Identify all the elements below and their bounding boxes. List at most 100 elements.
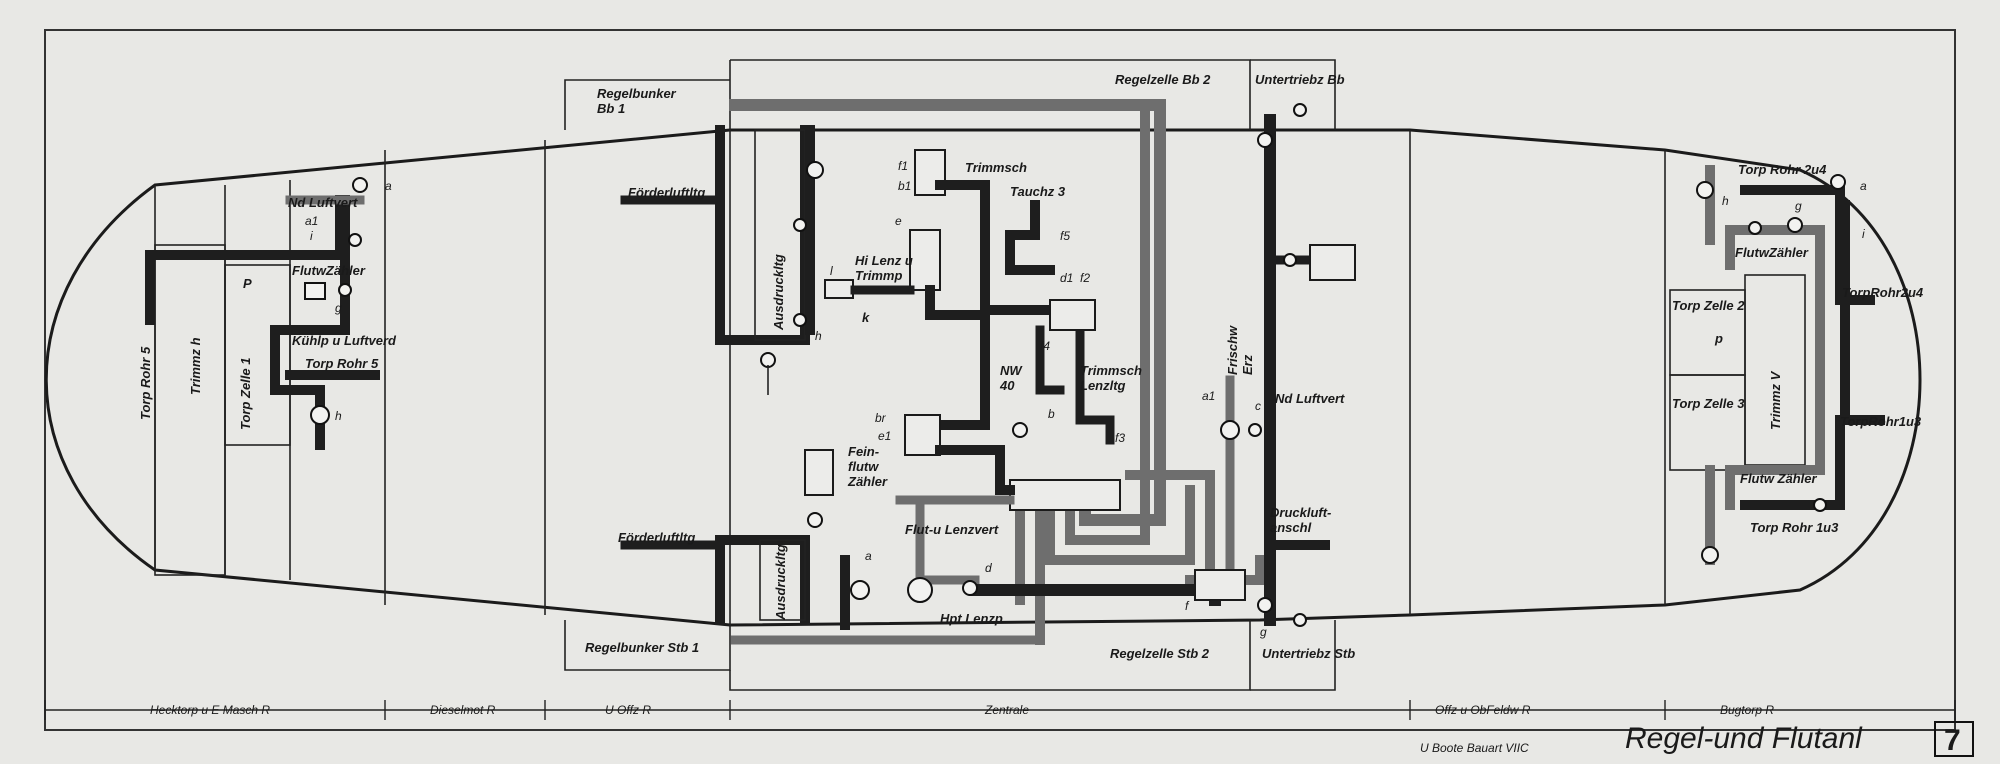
label-torp-rohr-5b: Torp Rohr 5: [305, 356, 379, 371]
valve-icon[interactable]: [338, 283, 352, 297]
label-letter: k: [862, 310, 870, 325]
label-letter: f1: [898, 159, 908, 173]
label-untertriebz-bb: Untertriebz Bb: [1255, 72, 1345, 87]
valve-icon[interactable]: [1257, 132, 1273, 148]
regelbunker-bb1-box: [564, 79, 730, 130]
valve-icon[interactable]: [806, 161, 824, 179]
label-trimmz-v: Trimmz V: [1768, 370, 1783, 430]
compartment-label: Offz u ObFeldw R: [1435, 703, 1531, 717]
label-letter: g: [1795, 199, 1802, 213]
bow-pipe: [1740, 415, 1845, 510]
label-letter: P: [243, 276, 252, 291]
valve-icon[interactable]: [1248, 423, 1262, 437]
valve-icon[interactable]: [1257, 597, 1273, 613]
label-regelzelle-stb2: Regelzelle Stb 2: [1110, 646, 1210, 661]
label-letter: b1: [898, 179, 911, 193]
label-letter: a1: [305, 214, 318, 228]
hi-lenz-k-box: [824, 279, 854, 299]
label-torp-rohr-5: Torp Rohr 5: [138, 346, 153, 420]
trimmsch-lenzltg-box: [1049, 299, 1096, 331]
valve-icon[interactable]: [1748, 221, 1762, 235]
label-letter: l: [830, 264, 833, 278]
label-regelbunker-stb1: Regelbunker Stb 1: [585, 640, 699, 655]
label-letter: i: [1862, 227, 1865, 241]
label-torp-rohr-13b: TorpRohr1u3: [1840, 414, 1922, 429]
label-letter: e: [895, 214, 902, 228]
compartment-label: Zentrale: [984, 703, 1029, 717]
label-letter: i: [310, 229, 313, 243]
label-flutw-zahler-bot: Flutw Zähler: [1740, 471, 1818, 486]
valve-icon[interactable]: [1787, 217, 1803, 233]
label-letter: f2: [1080, 271, 1090, 285]
label-untertriebz-stb: Untertriebz Stb: [1262, 646, 1355, 661]
regelzelle-pipe: [1045, 485, 1195, 565]
regelzelle-pipe: [1015, 495, 1045, 645]
valve-icon[interactable]: [1283, 253, 1297, 267]
label-foerderluftltg-bot: Förderluftltg: [618, 530, 695, 545]
label-kuhlp: Kühlp u Luftverd: [292, 333, 397, 348]
valve-icon[interactable]: [352, 177, 368, 193]
flut-lenzvert-box: [904, 414, 941, 456]
hull-outline: [44, 128, 1922, 627]
valve-icon[interactable]: [850, 580, 870, 600]
regelbunker-stb1-box: [564, 620, 731, 671]
valve-icon[interactable]: [760, 352, 776, 368]
valve-icon[interactable]: [1293, 613, 1307, 627]
valve-icon[interactable]: [1696, 181, 1714, 199]
regelzelle-pipe: [1125, 470, 1215, 575]
label-letter: p: [1714, 331, 1723, 346]
dimension-ticks: [44, 700, 1956, 720]
valve-icon[interactable]: [348, 233, 362, 247]
label-torp-rohr-24b: TorpRohr2u4: [1842, 285, 1924, 300]
label-regelzelle-bb2: Regelzelle Bb 2: [1115, 72, 1211, 87]
untertriebz-bb-box: [1250, 59, 1336, 130]
valve-icon[interactable]: [793, 218, 807, 232]
valve-icon[interactable]: [793, 313, 807, 327]
label-nd-luftvert: Nd Luftvert: [288, 195, 358, 210]
label-letter: g: [335, 301, 342, 315]
label-hpt-lenzp: Hpt Lenzp: [940, 611, 1003, 626]
label-letter: d1: [1060, 271, 1073, 285]
valve-icon[interactable]: [1220, 420, 1240, 440]
compartment-label: Hecktorp u E Masch R: [150, 703, 270, 717]
k-box-right: [1309, 244, 1356, 281]
label-foerderluftltg-top: Förderluftltg: [628, 185, 705, 200]
label-frischw-erz: FrischwErz: [1225, 325, 1255, 375]
page-title: Regel-und Flutanl: [1625, 722, 1863, 755]
valve-icon[interactable]: [1830, 174, 1846, 190]
valve-icon[interactable]: [1293, 103, 1307, 117]
label-flut-lenzvert: Flut-u Lenzvert: [905, 522, 999, 537]
trimm-pipe: [1005, 200, 1055, 275]
trimm-pipe: [1075, 325, 1115, 445]
stern-pipe: [275, 385, 325, 450]
nd-luftvert-box: [1194, 569, 1246, 601]
ausdruckltg-bot-box: [759, 539, 806, 621]
valve-icon[interactable]: [1012, 422, 1028, 438]
label-letter: c: [1255, 399, 1261, 413]
valve-icon[interactable]: [962, 580, 978, 596]
label-letter: e1: [878, 429, 891, 443]
valve-icon[interactable]: [1813, 498, 1827, 512]
label-letter: f3: [1115, 431, 1125, 445]
valve-icon[interactable]: [310, 405, 330, 425]
label-tauchz-3: Tauchz 3: [1010, 184, 1066, 199]
valve-icon[interactable]: [907, 577, 933, 603]
valve-icon[interactable]: [1701, 546, 1719, 564]
page-number-box: [1934, 721, 1974, 757]
regelzelle-pipe: [1065, 110, 1150, 545]
label-letter: h: [335, 409, 342, 423]
label-torp-zelle-3: Torp Zelle 3: [1672, 396, 1745, 411]
stern-pipe: [270, 195, 350, 395]
label-flutw-zahler: FlutwZähler: [292, 263, 366, 278]
label-letter: d: [985, 561, 992, 575]
label-letter: a1: [1202, 389, 1215, 403]
compartment-label: Dieselmot R: [430, 703, 496, 717]
label-letter: f5: [1060, 229, 1070, 243]
label-letter: f: [1185, 599, 1190, 613]
valve-icon[interactable]: [807, 512, 823, 528]
